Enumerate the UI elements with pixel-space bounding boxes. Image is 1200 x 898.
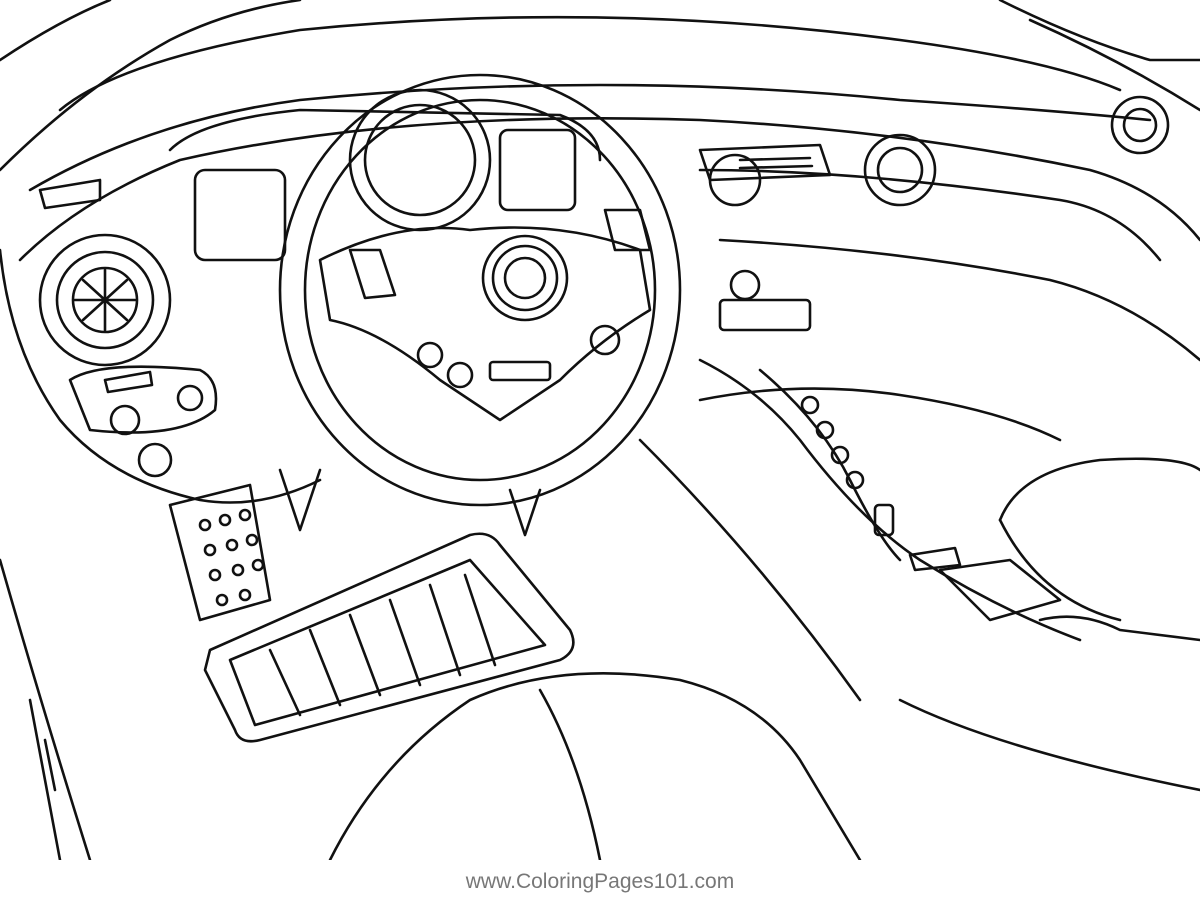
center-console bbox=[698, 95, 1200, 642]
windshield-frame bbox=[0, 0, 1200, 172]
dashboard bbox=[0, 83, 1200, 504]
site-watermark: www.ColoringPages101.com bbox=[465, 870, 735, 893]
seats bbox=[0, 387, 1200, 860]
floor-mat bbox=[203, 532, 575, 743]
pedals bbox=[168, 468, 322, 622]
car-interior-line-art bbox=[0, 0, 1200, 860]
steering-wheel bbox=[278, 73, 682, 537]
left-controls bbox=[68, 365, 218, 478]
left-air-vent bbox=[38, 233, 172, 367]
